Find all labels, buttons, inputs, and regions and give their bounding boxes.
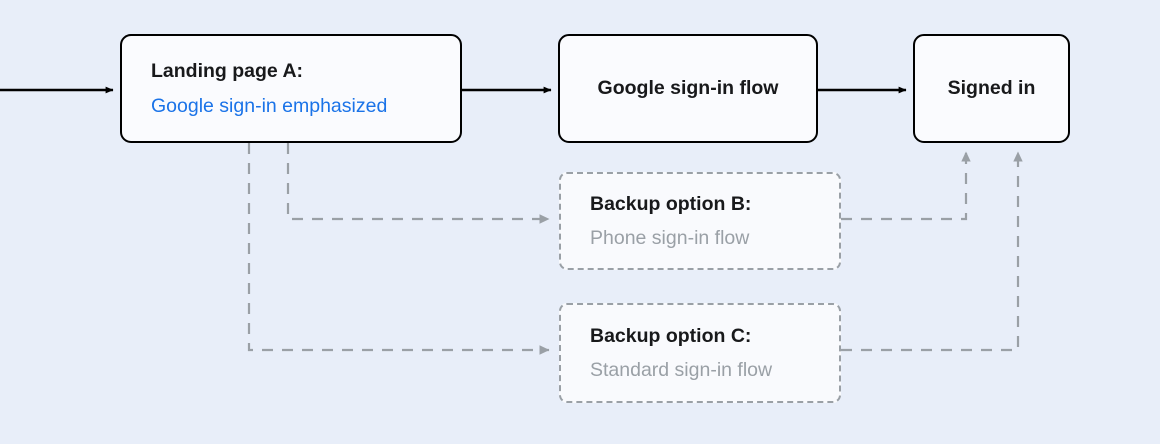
node-landing-page-a-subtitle: Google sign-in emphasized	[151, 95, 388, 117]
node-backup-option-c-title: Backup option C:	[590, 325, 752, 348]
node-backup-option-b-subtitle: Phone sign-in flow	[590, 226, 750, 249]
edge-landing-to-backup-c	[247, 143, 550, 355]
edge-landing-to-backup-b	[286, 143, 550, 224]
node-backup-option-c-subtitle: Standard sign-in flow	[590, 358, 773, 381]
node-signed-in-title: Signed in	[947, 77, 1036, 100]
node-google-sign-in-flow-title: Google sign-in flow	[597, 77, 779, 100]
node-google-sign-in-flow[interactable]: Google sign-in flow	[558, 34, 818, 143]
node-backup-option-b-title: Backup option B:	[590, 193, 752, 216]
edge-backup-c-to-signed	[841, 151, 1023, 352]
node-signed-in[interactable]: Signed in	[913, 34, 1070, 143]
node-landing-page-a[interactable]: Landing page A: Google sign-in emphasize…	[120, 34, 462, 143]
edge-backup-b-to-signed	[841, 151, 971, 221]
node-landing-page-a-title: Landing page A:	[151, 59, 304, 82]
node-backup-option-b[interactable]: Backup option B: Phone sign-in flow	[559, 172, 841, 270]
node-backup-option-c[interactable]: Backup option C: Standard sign-in flow	[559, 303, 841, 403]
